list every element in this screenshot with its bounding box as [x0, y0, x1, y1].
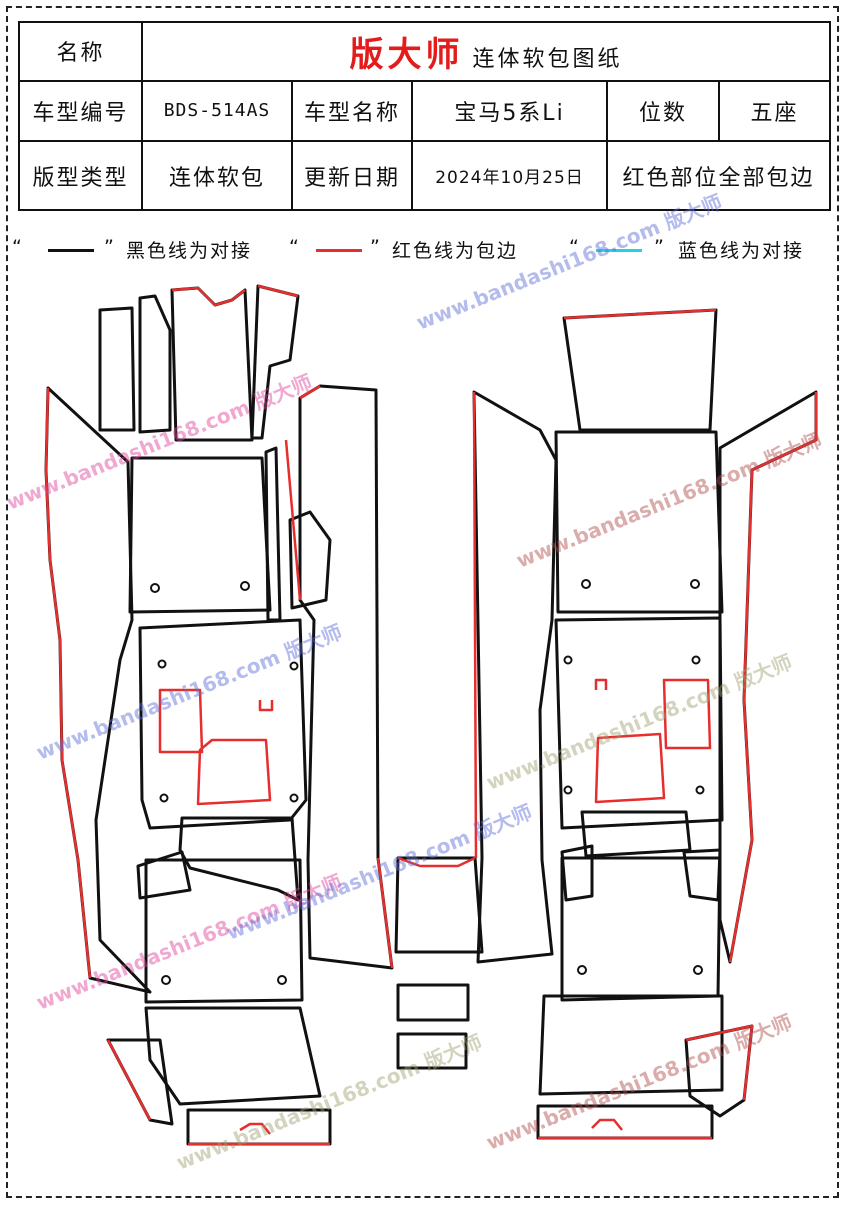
- title-cell: 版大师 连体软包图纸: [140, 21, 832, 82]
- left-side-long-2: [298, 384, 394, 970]
- left-rear-angled: [136, 850, 192, 900]
- red-edge-center-top: [397, 856, 476, 868]
- right-trunk-bottom: [536, 1104, 714, 1140]
- line-legend: “ ” 黑色线为对接 “ ” 红色线为包边 “ ” 蓝色线为对接: [8, 232, 838, 266]
- spec-row-title: 名称 版大师 连体软包图纸: [18, 21, 832, 82]
- red-edge-right-long: [472, 391, 478, 859]
- left-front-strip: [98, 306, 136, 432]
- hole: [161, 975, 171, 985]
- left-trunk-piece: [144, 1006, 322, 1106]
- legend-black-swatch: [48, 249, 94, 252]
- hole: [277, 975, 287, 985]
- hole: [159, 793, 169, 803]
- legend-black-text: 黑色线为对接: [126, 240, 253, 262]
- pattern-type-label: 版型类型: [18, 140, 143, 211]
- right-center-floor: [554, 616, 724, 830]
- hole: [695, 785, 705, 795]
- red-edge-left-notch: [258, 700, 274, 712]
- red-edge-left-side2-inner: [376, 857, 394, 969]
- model-name-label: 车型名称: [291, 79, 413, 143]
- left-front-footwell: [128, 456, 272, 614]
- legend-red-swatch: [316, 249, 362, 252]
- legend-quote-open-3: “: [569, 236, 581, 258]
- legend-quote-open-1: “: [12, 236, 24, 258]
- red-edge-left-side2: [284, 384, 321, 601]
- legend-quote-close-2: ”: [370, 236, 382, 258]
- seats-label: 位数: [606, 79, 720, 143]
- hole: [289, 661, 299, 671]
- spec-table: 名称 版大师 连体软包图纸 车型编号 BDS-514AS 车型名称 宝马5系Li…: [18, 21, 832, 211]
- red-edge-right-trunk: [538, 1024, 754, 1140]
- spec-row-type: 版型类型 连体软包 更新日期 2024年10月25日 红色部位全部包边: [18, 140, 832, 211]
- red-edge-right-floor-cut-2: [662, 678, 712, 750]
- right-rear-angled: [560, 844, 594, 902]
- name-label: 名称: [18, 21, 143, 82]
- legend-quote-open-2: “: [289, 236, 301, 258]
- red-edge-right-outer: [728, 392, 818, 963]
- center-small-2: [396, 1032, 468, 1070]
- edge-note: 红色部位全部包边: [605, 140, 832, 211]
- legend-blue-text: 蓝色线为对接: [678, 240, 805, 262]
- left-small-curved: [288, 510, 332, 610]
- hole: [157, 659, 167, 669]
- hole: [150, 583, 160, 593]
- model-name: 宝马5系Li: [411, 79, 608, 143]
- left-rail-strip: [264, 446, 282, 622]
- right-top-trapezoid: [562, 308, 718, 432]
- update-label: 更新日期: [291, 140, 413, 211]
- red-edge-left-floor-cut: [196, 738, 272, 806]
- hole: [690, 579, 700, 589]
- right-trunk-piece: [538, 994, 724, 1096]
- hole: [240, 581, 250, 591]
- red-edge-left-outer: [44, 387, 92, 979]
- left-center-floor: [138, 618, 308, 830]
- hole: [289, 793, 299, 803]
- legend-red-text: 红色线为包边: [392, 240, 519, 262]
- red-edge-left-floor-cut-2: [158, 688, 204, 754]
- red-edge-right-floor-cut: [594, 732, 666, 804]
- left-top-right-strip: [250, 284, 300, 440]
- hole: [581, 579, 591, 589]
- left-trunk-corner: [106, 1038, 174, 1126]
- left-rear-floor: [144, 858, 304, 1004]
- seats-value: 五座: [717, 79, 832, 143]
- right-front-footwell: [554, 430, 724, 614]
- hole: [577, 965, 587, 975]
- left-front-strip-2: [138, 294, 172, 434]
- brand-name: 版大师: [349, 34, 464, 75]
- right-rear-floor: [560, 856, 722, 1002]
- center-small-1: [396, 983, 470, 1022]
- legend-quote-close-1: ”: [104, 236, 116, 258]
- doc-title: 连体软包图纸: [472, 46, 623, 72]
- left-trunk-bottom: [186, 1108, 332, 1146]
- spec-row-model: 车型编号 BDS-514AS 车型名称 宝马5系Li 位数 五座: [18, 79, 832, 143]
- red-edge-left-top-right: [257, 284, 299, 298]
- right-rear-strip: [580, 810, 692, 858]
- page-border: [6, 6, 839, 1198]
- left-rear-strip: [178, 816, 300, 902]
- red-edge-left-top: [171, 286, 246, 307]
- hole: [691, 655, 701, 665]
- model-code-label: 车型编号: [18, 79, 143, 143]
- red-edge-right-top: [563, 308, 717, 320]
- hole: [563, 655, 573, 665]
- pattern-type: 连体软包: [141, 140, 293, 211]
- update-date: 2024年10月25日: [411, 140, 608, 211]
- left-top-center-piece: [170, 286, 254, 442]
- center-tunnel-piece: [394, 856, 484, 954]
- right-side-long-2: [718, 390, 818, 964]
- red-edge-left-trunk: [106, 1039, 330, 1146]
- right-side-long: [472, 390, 558, 964]
- hole: [693, 965, 703, 975]
- right-trunk-corner: [684, 1024, 754, 1118]
- legend-blue-swatch: [596, 249, 642, 252]
- hole: [563, 785, 573, 795]
- legend-quote-close-3: ”: [654, 236, 666, 258]
- red-edge-right-notch: [594, 678, 608, 690]
- model-code: BDS-514AS: [141, 79, 293, 143]
